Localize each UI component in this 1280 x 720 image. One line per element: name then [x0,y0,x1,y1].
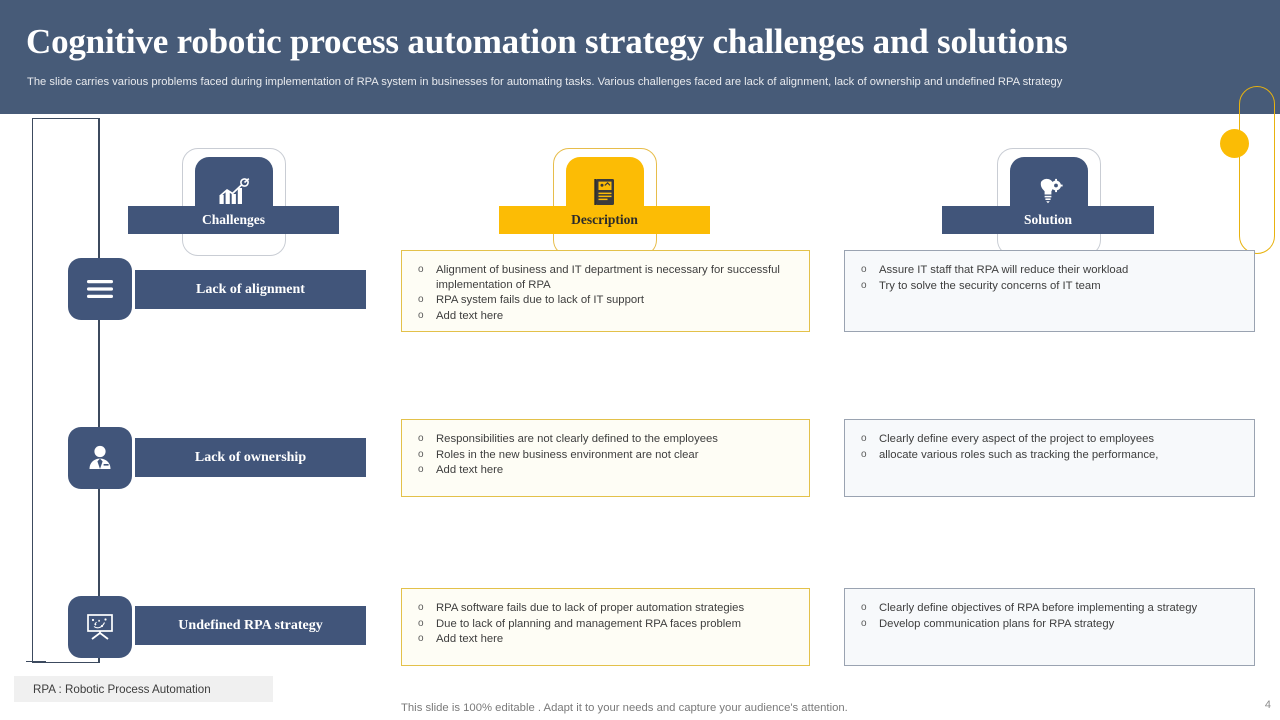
left-bracket-frame [32,118,99,663]
description-bullets-row-3: o RPA software fails due to lack of prope… [412,601,795,647]
bullet-text: Develop communication plans for RPA stra… [879,617,1115,630]
list-item: o RPA software fails due to lack of prope… [412,601,795,616]
growth-bar-chart-icon [217,177,251,207]
lightbulb-gear-idea-icon [1032,176,1066,208]
document-clipboard-icon [591,176,619,208]
bullet-text: Assure IT staff that RPA will reduce the… [879,264,1129,276]
description-header-pill: Description [499,206,710,234]
description-box-row-2: o Responsibilities are not clearly define… [401,419,810,497]
bullet-text: Responsibilities are not clearly defined… [436,433,718,445]
list-item: o Responsibilities are not clearly define… [412,432,795,447]
bullet-marker: o [418,464,424,476]
row-label-alignment: Lack of alignment [135,270,366,309]
page-subtitle: The slide carries various problems faced… [27,76,1063,88]
bullet-marker: o [861,279,867,291]
row-icon-tile-alignment [68,258,132,320]
bullet-marker: o [418,294,424,306]
description-bullets-row-1: o Alignment of business and IT department… [412,263,795,323]
bullet-marker: o [418,448,424,460]
solution-bullets-row-1: o Assure IT staff that RPA will reduce th… [855,263,1240,293]
challenges-label: Challenges [201,212,265,227]
list-item: o Develop communication plans for RPA str… [855,617,1240,632]
bullet-text: Alignment of business and IT department … [436,264,780,291]
column-header-description [553,148,657,256]
bullet-text: Add text here [436,633,504,646]
list-item: o Clearly define every aspect of the proj… [855,432,1240,447]
page-number: 4 [1264,699,1271,711]
bullet-marker: o [418,602,424,613]
solution-box-row-2: o Clearly define every aspect of the proj… [844,419,1255,497]
solution-header-pill: Solution [942,206,1154,234]
slide-header: Cognitive robotic process automation str… [0,0,1280,114]
list-item: o allocate various roles such as tracking… [855,448,1240,463]
bullet-text: RPA software fails due to lack of proper… [436,602,745,614]
bullet-text: Roles in the new business environment ar… [436,448,699,461]
bullet-marker: o [861,433,867,444]
businessperson-icon [84,443,116,473]
legend-text: RPA : Robotic Process Automation [33,682,211,696]
abbreviation-legend: RPA : Robotic Process Automation [14,676,273,702]
bullet-marker: o [418,309,424,321]
solution-bullets-row-2: o Clearly define every aspect of the proj… [855,432,1240,462]
bullet-marker: o [418,633,424,645]
page-title: Cognitive robotic process automation str… [26,22,1068,61]
list-item: o Add text here [412,463,795,478]
bullet-text: Try to solve the security concerns of IT… [879,279,1101,292]
bullet-text: allocate various roles such as tracking … [879,448,1159,461]
strategy-board-icon [83,612,117,642]
bullet-marker: o [418,433,424,444]
editable-note: This slide is 100% editable . Adapt it t… [401,702,848,714]
solution-box-row-1: o Assure IT staff that RPA will reduce th… [844,250,1255,332]
column-header-solution [997,148,1101,256]
list-item: o RPA system fails due to lack of IT supp… [412,293,795,308]
list-item: o Due to lack of planning and management … [412,617,795,632]
bullet-text: RPA system fails due to lack of IT suppo… [436,294,645,307]
description-bullets-row-2: o Responsibilities are not clearly define… [412,432,795,478]
description-label: Description [571,212,638,227]
row-icon-tile-strategy [68,596,132,658]
list-item: o Add text here [412,309,795,324]
left-bracket-foot [26,661,46,662]
row-label-strategy: Undefined RPA strategy [135,606,366,645]
solution-bullets-row-3: o Clearly define objectives of RPA before… [855,601,1240,631]
row-label-ownership: Lack of ownership [135,438,366,477]
solution-box-row-3: o Clearly define objectives of RPA before… [844,588,1255,666]
bullet-marker: o [861,448,867,460]
bullet-marker: o [418,264,424,275]
bullet-text: Add text here [436,309,504,322]
solution-label: Solution [1023,212,1073,227]
list-item: o Add text here [412,632,795,647]
bullet-text: Clearly define every aspect of the proje… [879,433,1155,445]
vertical-connector-line [99,118,100,663]
list-item: o Clearly define objectives of RPA before… [855,601,1240,616]
decorative-capsule-outline [1239,86,1275,254]
bullet-text: Due to lack of planning and management R… [436,617,741,630]
row-label-text: Lack of alignment [196,281,305,297]
bullet-marker: o [861,264,867,275]
description-box-row-1: o Alignment of business and IT department… [401,250,810,332]
bullet-marker: o [418,617,424,629]
challenges-header-pill: Challenges [128,206,339,234]
bullet-marker: o [861,617,867,629]
decorative-yellow-dot [1220,129,1249,158]
align-justify-icon [84,276,116,302]
bullet-text: Add text here [436,464,504,477]
bullet-marker: o [861,602,867,613]
description-box-row-3: o RPA software fails due to lack of prope… [401,588,810,666]
bullet-text: Clearly define objectives of RPA before … [879,602,1198,614]
row-label-text: Undefined RPA strategy [178,617,323,633]
list-item: o Alignment of business and IT department… [412,263,795,292]
list-item: o Try to solve the security concerns of I… [855,279,1240,294]
row-label-text: Lack of ownership [194,449,307,465]
column-header-challenges [182,148,286,256]
row-icon-tile-ownership [68,427,132,489]
list-item: o Roles in the new business environment a… [412,448,795,463]
list-item: o Assure IT staff that RPA will reduce th… [855,263,1240,278]
